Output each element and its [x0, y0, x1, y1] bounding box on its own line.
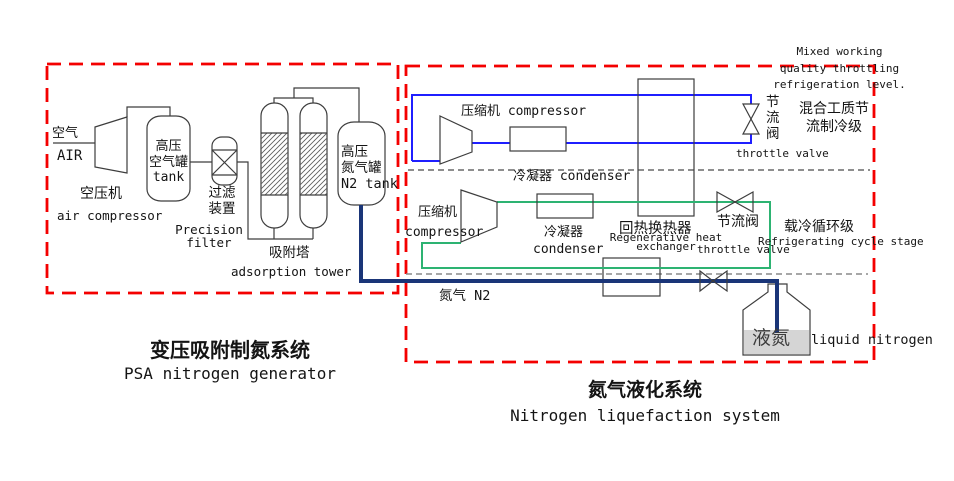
psa-title-cn: 变压吸附制氮系统 — [150, 338, 310, 362]
heat-exchanger-label-cn: 回热换热器 — [619, 221, 692, 237]
air-tank-vessel — [146, 115, 191, 202]
cycle-loop-pipe — [421, 201, 771, 269]
throttle-valve-2-label-cn: 节流阀 — [717, 214, 759, 230]
mixed-loop-pipe-top — [411, 94, 752, 161]
air-compressor-label-cn: 空压机 — [80, 186, 122, 202]
filter-label-cn: 过滤 装置 — [208, 185, 236, 217]
throttle-valve-1-label-en: throttle valve — [736, 147, 829, 160]
adsorption-tower-label-en: adsorption tower — [231, 264, 352, 279]
heat-exchanger-upper-shape — [637, 78, 695, 217]
throttle-valve-2-right — [733, 190, 754, 214]
tower-packing-bounds — [261, 132, 327, 196]
compressor-2-shape — [460, 189, 498, 243]
n2-line-label: 氮气 N2 — [439, 288, 491, 304]
adsorption-tower-label-cn: 吸附塔 — [269, 245, 310, 261]
compressor-to-tank-line — [126, 106, 171, 117]
filter-element-lines — [211, 149, 238, 176]
heat-exchanger-lower-shape — [602, 257, 661, 297]
air-compressor-label-en: air compressor — [57, 208, 163, 223]
psa-boundary-box — [45, 62, 400, 295]
liquefaction-title-en: Nitrogen liquefaction system — [510, 406, 780, 425]
heat-exchanger-label-en: Regenerative heat exchanger — [609, 231, 723, 253]
liquefaction-boundary-box — [404, 64, 876, 364]
compressor-1-shape — [439, 115, 473, 165]
n2-tank-label: 高压 氮气罐 N2 tank — [341, 144, 398, 192]
compressor-1-label: 压缩机 compressor — [461, 104, 587, 119]
towers-to-n2tank-line — [273, 87, 360, 122]
cycle-stage-label-en: Refrigerating cycle stage — [758, 235, 924, 248]
n2-line-valve-right — [711, 269, 728, 293]
n2-product-pipe — [359, 205, 779, 333]
tower-right-packing — [300, 133, 327, 195]
dewar-liquid — [744, 330, 809, 354]
air-label-cn: 空气 — [52, 126, 79, 141]
cycle-stage-label-cn: 载冷循环级 — [784, 219, 854, 235]
n2-line-valve-left — [699, 269, 714, 293]
mixed-stage-label-cn: 混合工质节 流制冷级 — [799, 101, 869, 135]
throttle-valve-2-left — [716, 190, 737, 214]
filter-label-en: Precision filter — [175, 222, 243, 250]
psa-title-en: PSA nitrogen generator — [124, 364, 336, 383]
throttle-valve-1-upper — [742, 103, 760, 121]
condenser-1-label: 冷凝器 condenser — [513, 169, 631, 184]
tower-left-packing — [261, 133, 288, 195]
dewar-label-cn: 液氮 — [752, 327, 791, 349]
condenser-1-shape — [509, 126, 567, 152]
air-compressor-shape — [94, 116, 128, 174]
liquefaction-title-cn: 氮气液化系统 — [587, 379, 702, 401]
mixed-stage-label-en: Mixed working quality throttling refrige… — [773, 45, 906, 91]
condenser-2-shape — [536, 193, 594, 219]
throttle-valve-1-label-cn: 节 流 阀 — [766, 94, 780, 142]
compressor-2-label-cn: 压缩机 — [418, 205, 458, 220]
compressor-2-label-en: compressor — [405, 225, 484, 240]
filter-to-towers-line — [237, 161, 314, 240]
throttle-valve-1-lower — [742, 117, 760, 135]
condenser-2-label-en: condenser — [533, 242, 604, 257]
condenser-2-label-cn: 冷凝器 — [544, 225, 584, 240]
filter-vessel — [211, 136, 238, 186]
dewar-label-en: liquid nitrogen — [811, 332, 933, 348]
air-label-en: AIR — [57, 148, 83, 164]
air-tank-label: 高压 空气罐 tank — [148, 139, 188, 185]
throttle-valve-2-label-en: throttle valve — [697, 243, 790, 256]
